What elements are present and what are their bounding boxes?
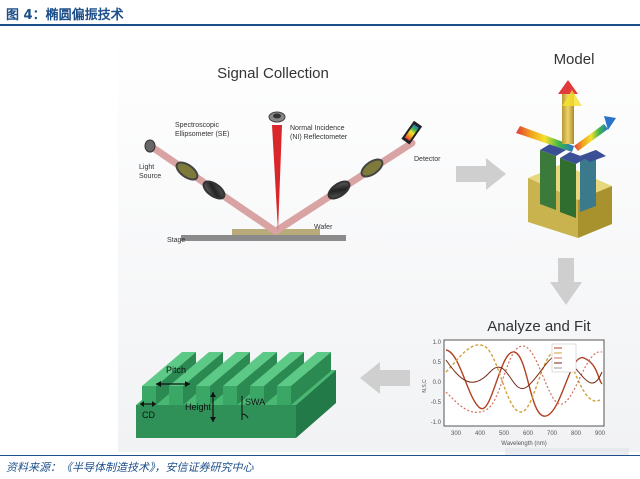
grating-structure-panel: Pitch CD Height SWA xyxy=(136,352,336,438)
cd-label: CD xyxy=(142,410,155,420)
model-heading: Model xyxy=(554,51,595,68)
arrow-model-to-fit xyxy=(550,258,582,305)
fit-y-tick-label: 0.5 xyxy=(433,360,442,366)
grating-ridge xyxy=(196,352,250,405)
fit-x-tick-label: 800 xyxy=(571,431,582,437)
light-source xyxy=(144,139,156,153)
swa-label: SWA xyxy=(245,397,265,407)
grating-ridge xyxy=(169,352,223,405)
height-label: Height xyxy=(185,402,212,412)
fit-ylabel: N,S,C xyxy=(422,379,428,393)
model-reflected-beam xyxy=(574,124,608,151)
arrow-fit-to-structure xyxy=(360,362,410,394)
ni-label-1: Normal Incidence xyxy=(290,125,345,132)
stage xyxy=(181,235,346,241)
grating-ridge xyxy=(250,352,304,405)
fit-x-tick-label: 300 xyxy=(451,431,462,437)
signal-collection-panel: Signal Collection Stage Wafer Light Sour… xyxy=(139,65,441,244)
fit-x-tick-label: 500 xyxy=(499,431,510,437)
fit-x-tick-label: 700 xyxy=(547,431,558,437)
fit-x-tick-label: 900 xyxy=(595,431,606,437)
detector xyxy=(401,120,423,145)
wafer-label: Wafer xyxy=(314,224,333,231)
polarizer-optic xyxy=(175,161,199,181)
light-source-label-1: Light xyxy=(139,164,154,171)
fit-y-tick-label: 1.0 xyxy=(433,340,442,346)
fit-curve-2 xyxy=(445,344,601,413)
analyze-heading: Analyze and Fit xyxy=(487,318,591,335)
model-incident-beam xyxy=(516,126,574,152)
analyze-fit-panel: Analyze and Fit N,S,C Wavelength (nm) 1.… xyxy=(422,318,606,447)
se-label-2: Ellipsometer (SE) xyxy=(175,131,229,138)
pitch-label: Pitch xyxy=(166,365,186,375)
model-panel: Model xyxy=(516,51,616,238)
polarizer-optic-2 xyxy=(360,158,384,178)
compensator-optic xyxy=(202,180,226,200)
fit-y-tick-label: -0.5 xyxy=(431,400,442,406)
figure-title: 图 4：椭圆偏振技术 xyxy=(6,8,124,23)
se-label-1: Spectroscopic xyxy=(175,122,219,129)
fit-y-tick-label: -1.0 xyxy=(431,420,442,426)
grating-lines xyxy=(142,352,331,405)
grating-ridge xyxy=(277,352,331,405)
light-source-label-2: Source xyxy=(139,173,161,180)
analyzer-optic xyxy=(327,180,351,200)
detector-label: Detector xyxy=(414,156,441,163)
fit-curve-4 xyxy=(445,354,603,389)
grating-ridge xyxy=(223,352,277,405)
fit-y-tick-label: 0.0 xyxy=(433,380,442,386)
fit-x-ticks: 300 400 500 600 700 800 900 xyxy=(451,431,606,437)
fit-curve-1 xyxy=(445,349,603,417)
top-divider xyxy=(0,24,640,26)
fit-x-tick-label: 400 xyxy=(475,431,486,437)
fit-x-tick-label: 600 xyxy=(523,431,534,437)
stage-label: Stage xyxy=(167,237,185,244)
swa-angle xyxy=(241,413,249,419)
figure-source: 资料来源：《半导体制造技术》，安信证券研究中心 xyxy=(6,461,254,474)
ni-label-2: (NI) Reflectometer xyxy=(290,134,348,141)
bottom-divider xyxy=(0,455,640,456)
normal-incidence-beam xyxy=(272,125,282,231)
watermark-bar xyxy=(505,448,629,456)
fit-xlabel: Wavelength (nm) xyxy=(501,441,546,447)
signal-heading: Signal Collection xyxy=(217,65,329,82)
grating-ridge xyxy=(142,352,196,405)
arrow-signal-to-model xyxy=(456,158,506,190)
fit-y-ticks: 1.0 0.5 0.0 -0.5 -1.0 xyxy=(431,340,442,426)
fit-plot-frame xyxy=(443,339,605,427)
